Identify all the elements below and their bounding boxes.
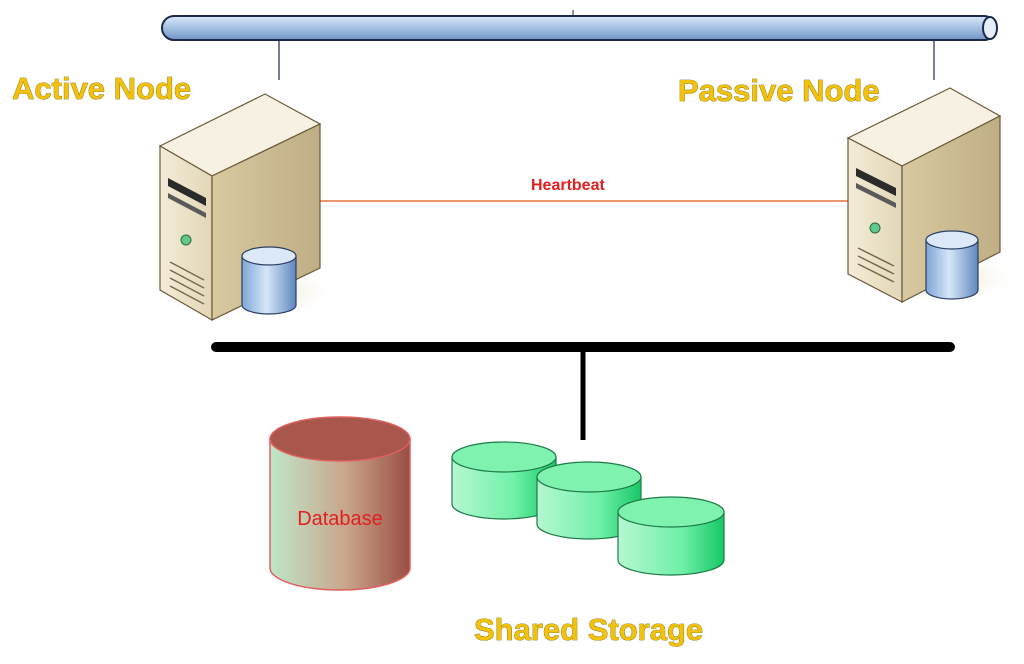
storage-disk-3-icon — [617, 496, 725, 576]
storage-disk-1-icon — [451, 441, 557, 520]
active-disk-icon — [241, 246, 297, 315]
shared-storage-label: Shared Storage — [474, 612, 703, 647]
heartbeat-label: Heartbeat — [531, 177, 605, 194]
passive-node-label: Passive Node — [678, 73, 880, 108]
storage-disk-2-icon — [536, 461, 642, 540]
network-pipe — [161, 10, 998, 41]
passive-disk-icon — [925, 230, 979, 300]
active-node-label: Active Node — [12, 71, 191, 106]
database-label: Database — [297, 508, 383, 530]
database-cylinder-icon — [269, 416, 411, 591]
